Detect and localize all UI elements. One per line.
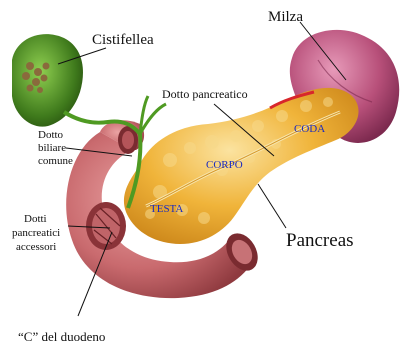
- label-accessory-ducts-line1: Dotti: [24, 213, 47, 225]
- hepatic-ducts: [140, 96, 166, 134]
- label-tail: CODA: [294, 123, 325, 135]
- label-accessory-ducts-line3: accessori: [16, 241, 56, 253]
- label-common-bile-duct-line3: comune: [38, 155, 73, 167]
- label-pancreatic-duct: Dotto pancreatico: [162, 87, 248, 101]
- label-accessory-ducts-line2: pancreatici: [12, 227, 60, 239]
- label-common-bile-duct-line1: Dotto: [38, 129, 64, 141]
- label-head: TESTA: [150, 203, 183, 215]
- label-gallbladder: Cistifellea: [92, 32, 154, 48]
- label-duodenum: “C” del duodeno: [18, 329, 105, 344]
- label-pancreas: Pancreas: [286, 230, 354, 251]
- label-body: CORPO: [206, 159, 243, 171]
- label-common-bile-duct-line2: biliare: [38, 142, 66, 154]
- label-spleen: Milza: [268, 9, 303, 25]
- gallbladder-shape: [12, 34, 83, 127]
